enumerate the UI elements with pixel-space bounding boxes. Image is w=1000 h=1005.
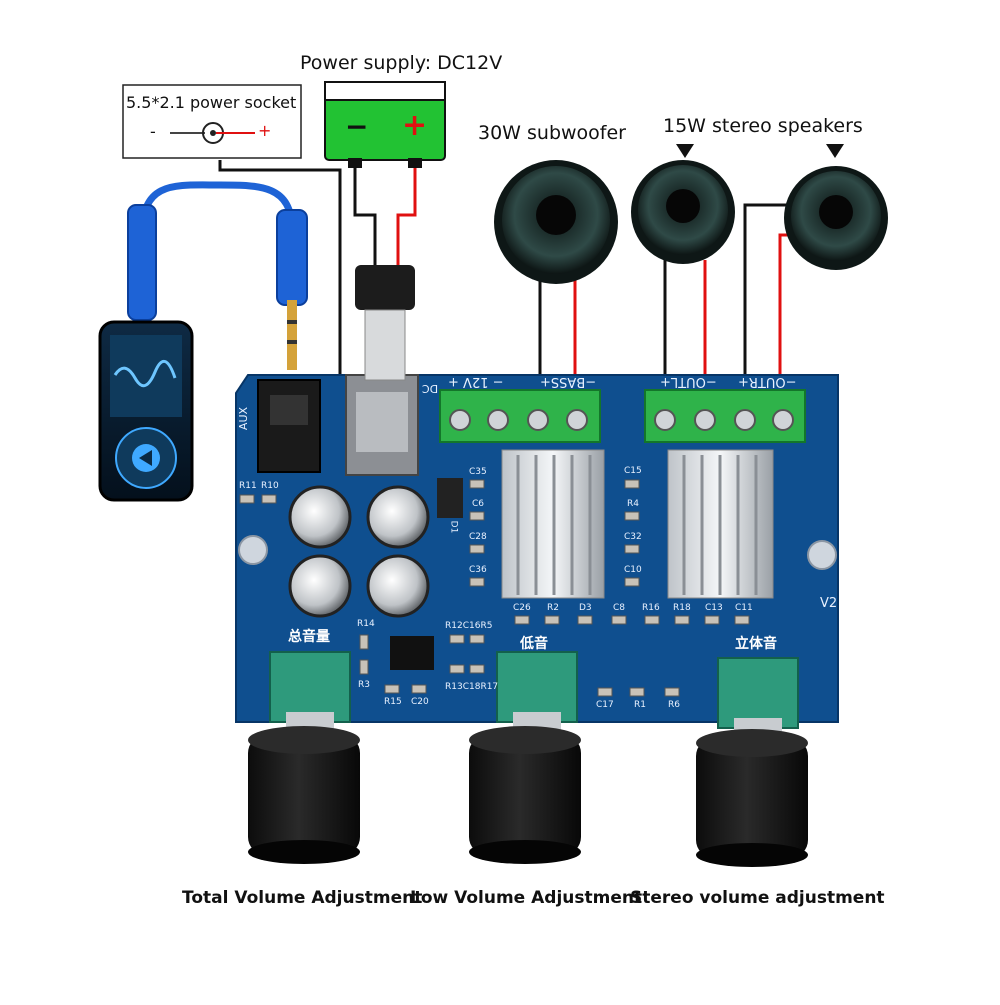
power-socket-box bbox=[122, 84, 302, 159]
total-volume-pcb-label: 总音量 bbox=[288, 629, 330, 645]
ref-label: R15 bbox=[384, 697, 402, 707]
outl-terminal-label: −OUTL+ bbox=[660, 374, 717, 389]
ref-label: C6 bbox=[472, 499, 485, 509]
right-speaker-icon bbox=[784, 166, 888, 270]
ref-label: C20 bbox=[411, 697, 429, 707]
battery-plus-label: + bbox=[402, 108, 428, 143]
ref-label: R2 bbox=[547, 603, 559, 613]
ref-label: R18 bbox=[673, 603, 691, 613]
ref-label: C15 bbox=[624, 466, 642, 476]
ref-label: R12C16R5 bbox=[445, 621, 493, 631]
aux-label: AUX bbox=[237, 406, 251, 431]
right-speaker-positive-wire bbox=[778, 233, 800, 390]
bass-pcb-label: 低音 bbox=[520, 636, 548, 652]
low-volume-label: Low Volume Adjustment bbox=[410, 888, 643, 908]
stereo-speakers-label: 15W stereo speakers bbox=[663, 115, 863, 137]
ref-label: C36 bbox=[469, 565, 487, 575]
chip-icon bbox=[390, 636, 434, 670]
arrow-down-icon bbox=[676, 144, 694, 158]
left-speaker-icon bbox=[631, 160, 735, 264]
arrow-down-icon bbox=[826, 144, 844, 158]
battery-positive-wire bbox=[396, 160, 417, 265]
socket-plus-label: + bbox=[258, 121, 272, 140]
ref-label: C13 bbox=[705, 603, 723, 613]
ref-label: C35 bbox=[469, 467, 487, 477]
stereo-volume-label: Stereo volume adjustment bbox=[630, 888, 885, 908]
ref-label: C28 bbox=[469, 532, 487, 542]
low-volume-knob[interactable] bbox=[469, 651, 581, 864]
stereo-volume-knob[interactable] bbox=[696, 657, 808, 867]
ref-label: R6 bbox=[668, 700, 680, 710]
version-label: V2 bbox=[820, 596, 838, 611]
subwoofer-speaker-icon bbox=[494, 160, 618, 284]
socket-wire bbox=[218, 160, 342, 380]
power-terminal-label: − 12V + bbox=[448, 374, 504, 389]
ref-label: C11 bbox=[735, 603, 753, 613]
ref-label: D1 bbox=[448, 520, 459, 534]
ref-label: C32 bbox=[624, 532, 642, 542]
ref-label: D3 bbox=[579, 603, 592, 613]
ref-label: C10 bbox=[624, 565, 642, 575]
ref-label: C17 bbox=[596, 700, 614, 710]
ref-label: R14 bbox=[357, 619, 375, 629]
ref-label: R11 bbox=[239, 481, 257, 491]
total-volume-knob[interactable] bbox=[248, 651, 360, 864]
ref-label: R3 bbox=[358, 680, 370, 690]
wires bbox=[218, 160, 800, 390]
ref-label: C26 bbox=[513, 603, 531, 613]
smd-components bbox=[239, 479, 750, 697]
ref-label: R16 bbox=[642, 603, 660, 613]
stereo-pcb-label: 立体音 bbox=[735, 636, 777, 652]
amplifier-pcb bbox=[235, 265, 839, 723]
outr-terminal-label: −OUTR+ bbox=[738, 374, 797, 389]
battery-negative-wire bbox=[353, 160, 377, 265]
power-socket-label: 5.5*2.1 power socket bbox=[126, 93, 297, 112]
power-supply-label: Power supply: DC12V bbox=[300, 52, 503, 74]
music-player-icon bbox=[98, 320, 194, 502]
ref-label: R4 bbox=[627, 499, 639, 509]
right-speaker-negative-wire bbox=[743, 203, 795, 390]
heatsink-stereo bbox=[667, 449, 774, 599]
capacitors bbox=[288, 485, 430, 618]
battery-icon bbox=[324, 81, 446, 168]
subwoofer-label: 30W subwoofer bbox=[478, 122, 626, 144]
heatsink-bass bbox=[501, 449, 605, 599]
bass-terminal-label: −BASS+ bbox=[540, 374, 597, 389]
ref-label: R10 bbox=[261, 481, 279, 491]
total-volume-label: Total Volume Adjustment bbox=[182, 888, 423, 908]
ref-label: R1 bbox=[634, 700, 646, 710]
ref-label: C8 bbox=[613, 603, 626, 613]
battery-minus-label: − bbox=[345, 110, 369, 143]
socket-minus-label: - bbox=[150, 122, 156, 141]
ref-label: R13C18R17 bbox=[445, 682, 499, 692]
dc-label: DC bbox=[422, 382, 439, 395]
diode-icon bbox=[437, 478, 463, 518]
aux-jack-icon bbox=[257, 379, 321, 473]
aux-cable bbox=[127, 181, 308, 370]
